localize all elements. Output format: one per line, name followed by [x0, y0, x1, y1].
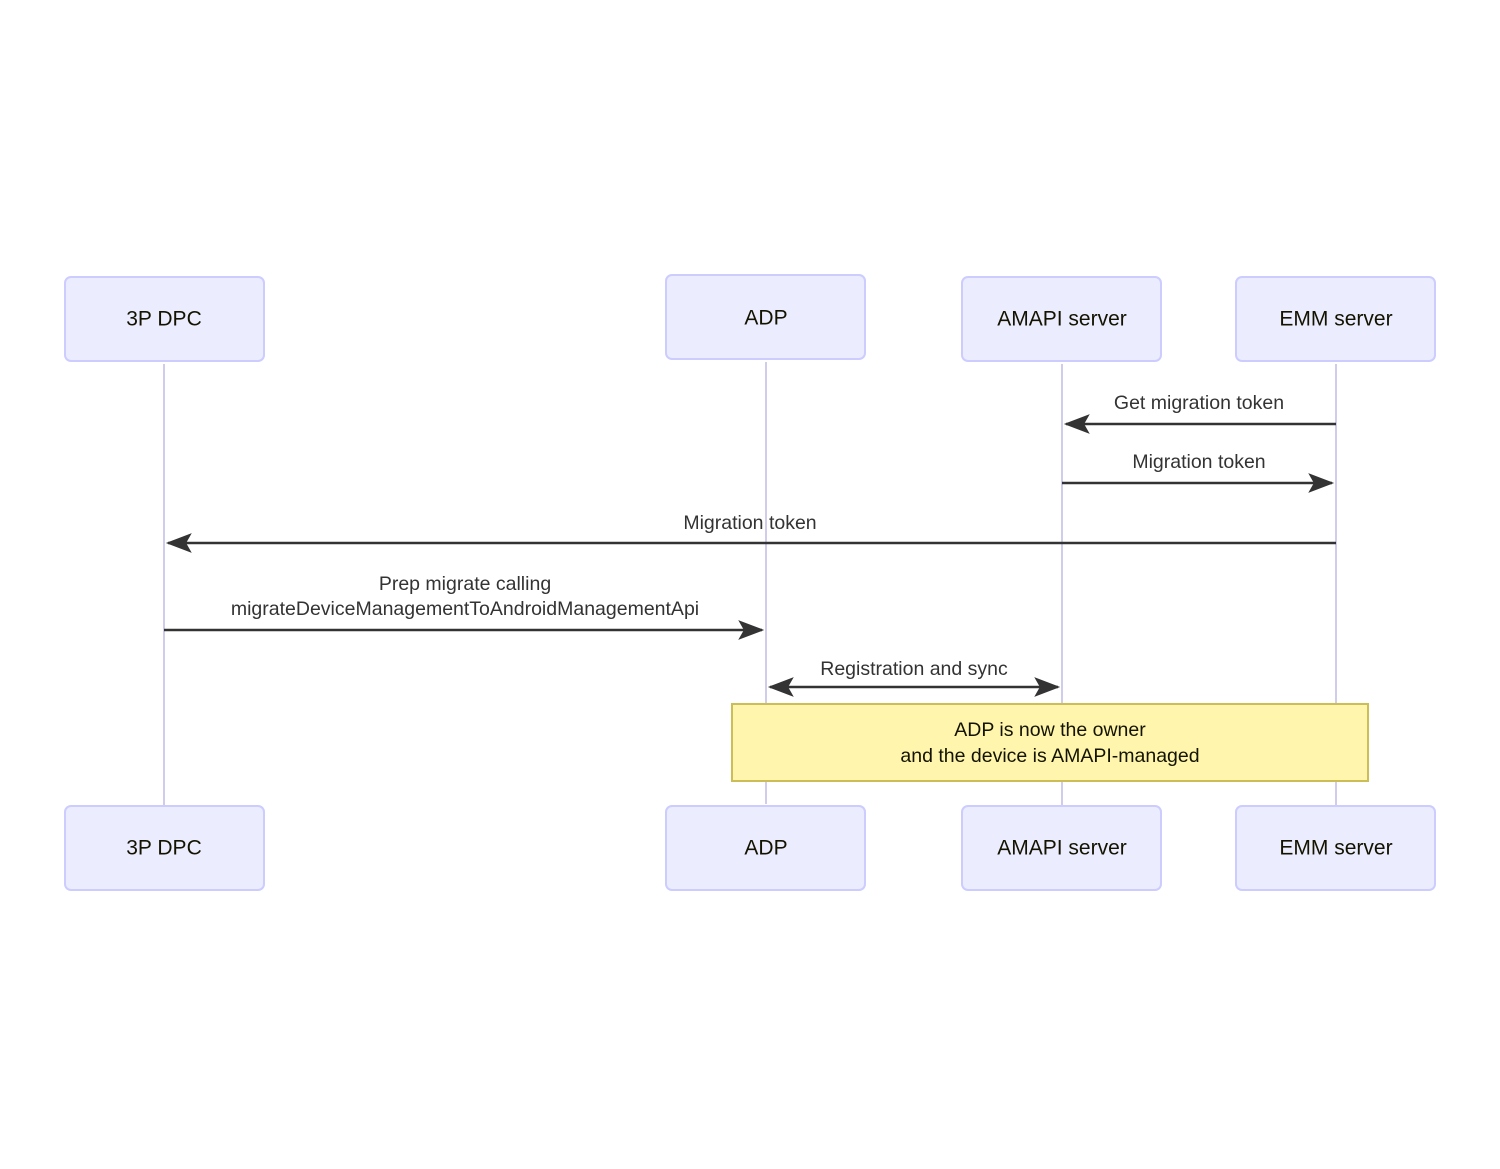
message-label-migration-token-amapi-to-emm: Migration token: [1132, 451, 1265, 473]
message-registration-and-sync[interactable]: Registration and sync: [767, 658, 1061, 697]
actor-box-emm-server-bottom[interactable]: EMM server: [1235, 805, 1436, 891]
actor-label-emm-server-bottom: EMM server: [1279, 837, 1392, 860]
actor-box-adp-top[interactable]: ADP: [665, 274, 866, 360]
note-label-line2: and the device is AMAPI-managed: [900, 745, 1199, 767]
message-migration-token-emm-to-dpc[interactable]: Migration token: [165, 512, 1336, 553]
actor-label-emm-server-top: EMM server: [1279, 308, 1392, 331]
actor-rect: [665, 805, 866, 891]
actor-label-3p-dpc-bottom: 3P DPC: [126, 837, 201, 860]
actor-boxes-bottom: 3P DPC ADP AMAPI server EMM server: [64, 805, 1436, 891]
actor-rect: [1235, 805, 1436, 891]
actor-label-3p-dpc-top: 3P DPC: [126, 308, 201, 331]
actor-box-3p-dpc-bottom[interactable]: 3P DPC: [64, 805, 265, 891]
message-label-prep-migrate-line2: migrateDeviceManagementToAndroidManageme…: [231, 598, 699, 620]
message-label-get-migration-token: Get migration token: [1114, 392, 1284, 414]
actor-boxes-top: 3P DPC ADP AMAPI server EMM server: [64, 274, 1436, 362]
note-adp-owner: ADP is now the owner and the device is A…: [731, 703, 1369, 782]
message-migration-token-amapi-to-emm[interactable]: Migration token: [1062, 451, 1335, 493]
actor-rect: [961, 276, 1162, 362]
message-prep-migrate[interactable]: Prep migrate calling migrateDeviceManage…: [164, 573, 765, 640]
message-label-registration-and-sync: Registration and sync: [820, 658, 1008, 680]
actor-box-adp-bottom[interactable]: ADP: [665, 805, 866, 891]
message-label-migration-token-emm-to-dpc: Migration token: [683, 512, 816, 534]
actor-box-3p-dpc-top[interactable]: 3P DPC: [64, 276, 265, 362]
actor-rect: [961, 805, 1162, 891]
actor-rect: [1235, 276, 1436, 362]
actor-box-amapi-server-bottom[interactable]: AMAPI server: [961, 805, 1162, 891]
note-label-line1: ADP is now the owner: [954, 719, 1146, 741]
actor-label-amapi-server-top: AMAPI server: [997, 308, 1127, 331]
actor-rect: [64, 276, 265, 362]
message-get-migration-token[interactable]: Get migration token: [1063, 392, 1336, 434]
actor-box-emm-server-top[interactable]: EMM server: [1235, 276, 1436, 362]
actor-rect: [64, 805, 265, 891]
actor-rect: [665, 274, 866, 360]
actor-label-adp-bottom: ADP: [744, 837, 787, 860]
note-rect: [731, 703, 1369, 782]
actor-label-adp-top: ADP: [744, 307, 787, 330]
message-label-prep-migrate-line1: Prep migrate calling: [379, 573, 551, 595]
actor-label-amapi-server-bottom: AMAPI server: [997, 837, 1127, 860]
actor-box-amapi-server-top[interactable]: AMAPI server: [961, 276, 1162, 362]
